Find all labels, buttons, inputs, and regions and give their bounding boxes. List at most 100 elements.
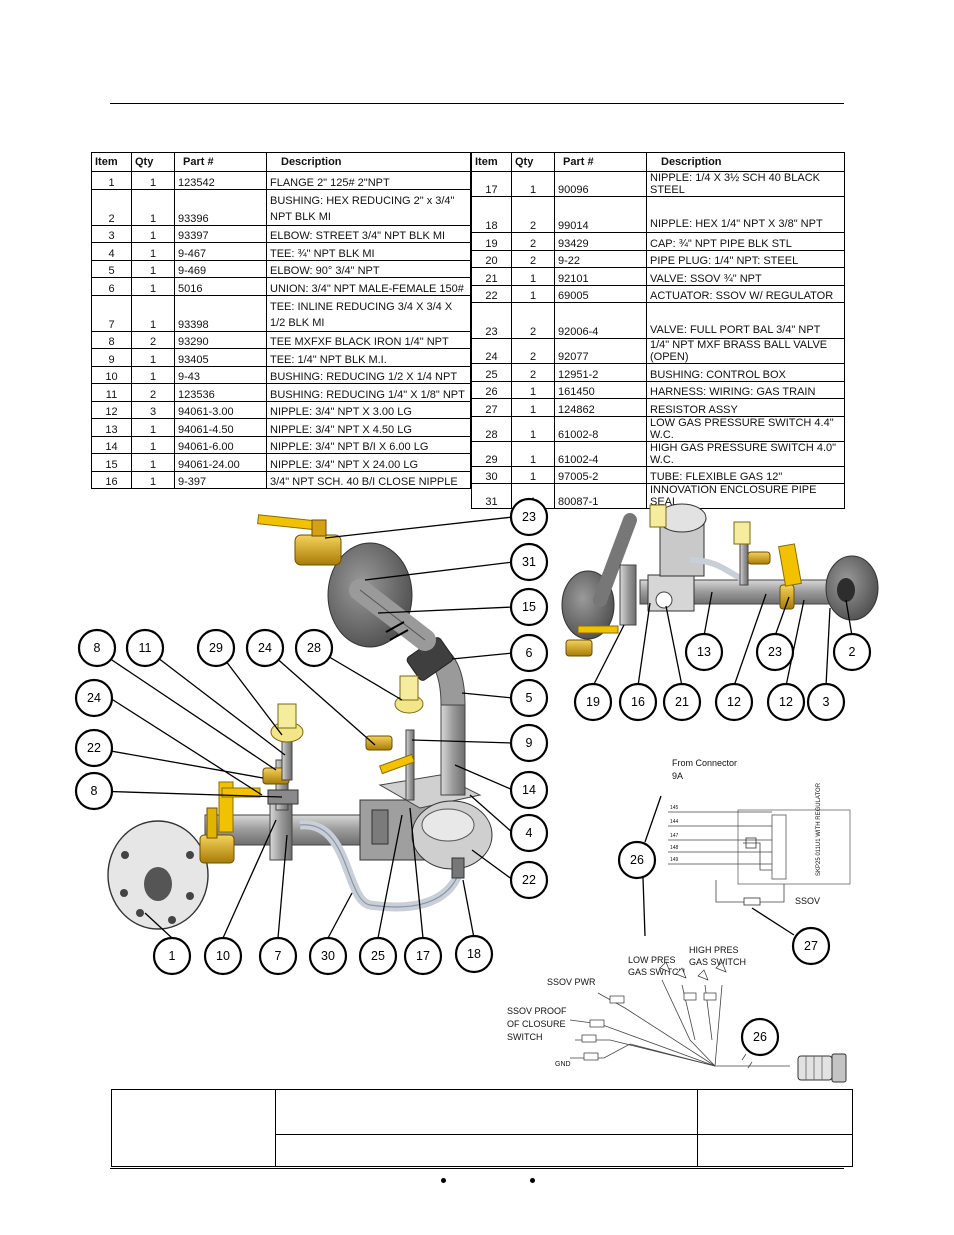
cell-qty: 1 [131,259,175,278]
callout-12: 12 [766,682,806,722]
cell-qty: 2 [511,302,555,339]
callout-number: 23 [522,510,536,524]
header-qty: Qty [511,152,555,172]
cell-part: 93397 [174,224,267,243]
gas-train-diagram: From Connector 9A 145 144 147 148 149 SK… [74,497,879,1083]
cell-description: NIPPLE: 3/4" NPT B/I X 6.00 LG [266,435,471,454]
proof-label-2: OF CLOSURE [507,1019,566,1029]
callout-26: 26 [617,840,657,880]
cell-description: CAP: ¾" NPT PIPE BLK STL [646,232,845,251]
callout-circle [832,632,872,672]
cell-item: 21 [471,267,512,286]
callout-circle [662,682,702,722]
cell-description: VALVE: FULL PORT BAL 3/4" NPT [646,302,845,339]
footer-bullet [441,1178,446,1183]
callout-number: 16 [631,695,645,709]
cell-qty: 1 [511,465,555,484]
cell-part: 92006-4 [554,302,647,339]
callout-30: 30 [308,936,348,976]
cell-qty: 1 [511,284,555,303]
callout-number: 24 [87,691,101,705]
cell-qty: 1 [131,453,175,472]
callout-number: 17 [416,949,430,963]
callout-5: 5 [509,678,549,718]
callout-circle [755,632,795,672]
connector-id-label: 9A [672,771,683,781]
callout-number: 22 [522,873,536,887]
cell-part: 94061-24.00 [174,453,267,472]
callout-14: 14 [509,770,549,810]
proof-label-1: SSOV PROOF [507,1006,567,1016]
callout-circle [684,632,724,672]
callout-11: 11 [125,628,165,668]
callout-circle [509,723,549,763]
callout-21: 21 [662,682,702,722]
callout-7: 7 [258,936,298,976]
low-pres-label: LOW PRES [628,955,676,965]
callout-circle [308,936,348,976]
cell-part: 94061-4.50 [174,418,267,437]
cell-qty: 2 [131,383,175,402]
callout-1: 1 [152,936,192,976]
callout-number: 11 [139,641,152,655]
proof-label-3: SWITCH [507,1032,543,1042]
cell-description: NIPPLE: 3/4" NPT X 3.00 LG [266,400,471,419]
title-block-divider [275,1090,276,1166]
callout-circle [74,771,114,811]
callout-31: 31 [509,542,549,582]
callout-number: 18 [467,947,481,961]
cell-qty: 2 [511,338,555,364]
cell-qty: 1 [131,188,175,226]
cell-part: 93396 [174,188,267,226]
callout-number: 9 [526,736,533,750]
cell-description: NIPPLE: HEX 1/4" NPT X 3/8" NPT [646,196,845,233]
cell-description: NIPPLE: 1/4 X 3½ SCH 40 BLACK STEEL [646,171,845,197]
wire-tag: 148 [670,845,679,851]
cell-item: 23 [471,302,512,339]
callout-number: 8 [91,784,98,798]
cell-description: 1/4" NPT MXF BRASS BALL VALVE (OPEN) [646,338,845,364]
callout-circle [203,936,243,976]
cell-description: BUSHING: CONTROL BOX [646,363,845,382]
cell-item: 7 [91,294,132,332]
callout-number: 6 [526,646,533,660]
cell-item: 20 [471,249,512,268]
ssov-pwr-label: SSOV PWR [547,977,596,987]
callout-number: 7 [275,949,282,963]
callout-number: 3 [823,695,830,709]
callout-22: 22 [509,860,549,900]
cell-part: 9-397 [174,470,267,489]
callout-23: 23 [755,632,795,672]
cell-qty: 1 [511,415,555,442]
cell-description: BUSHING: REDUCING 1/2 X 1/4 NPT [266,365,471,384]
cell-part: 93405 [174,348,267,367]
high-pres-label: HIGH PRES [689,945,739,955]
cell-item: 28 [471,415,512,442]
header-rule [110,103,844,104]
cell-qty: 1 [511,398,555,417]
cell-part: 12951-2 [554,363,647,382]
callout-number: 25 [371,949,385,963]
cell-item: 13 [91,418,132,437]
cell-qty: 1 [131,294,175,332]
cell-qty: 1 [511,171,555,197]
callout-number: 27 [804,939,818,953]
high-pres-label-2: GAS SWITCH [689,957,746,967]
cell-item: 16 [91,470,132,489]
callout-number: 21 [675,695,689,709]
wire-tag: 144 [670,819,679,825]
cell-qty: 1 [131,277,175,296]
callout-26: 26 [740,1017,780,1057]
cell-part: 5016 [174,277,267,296]
